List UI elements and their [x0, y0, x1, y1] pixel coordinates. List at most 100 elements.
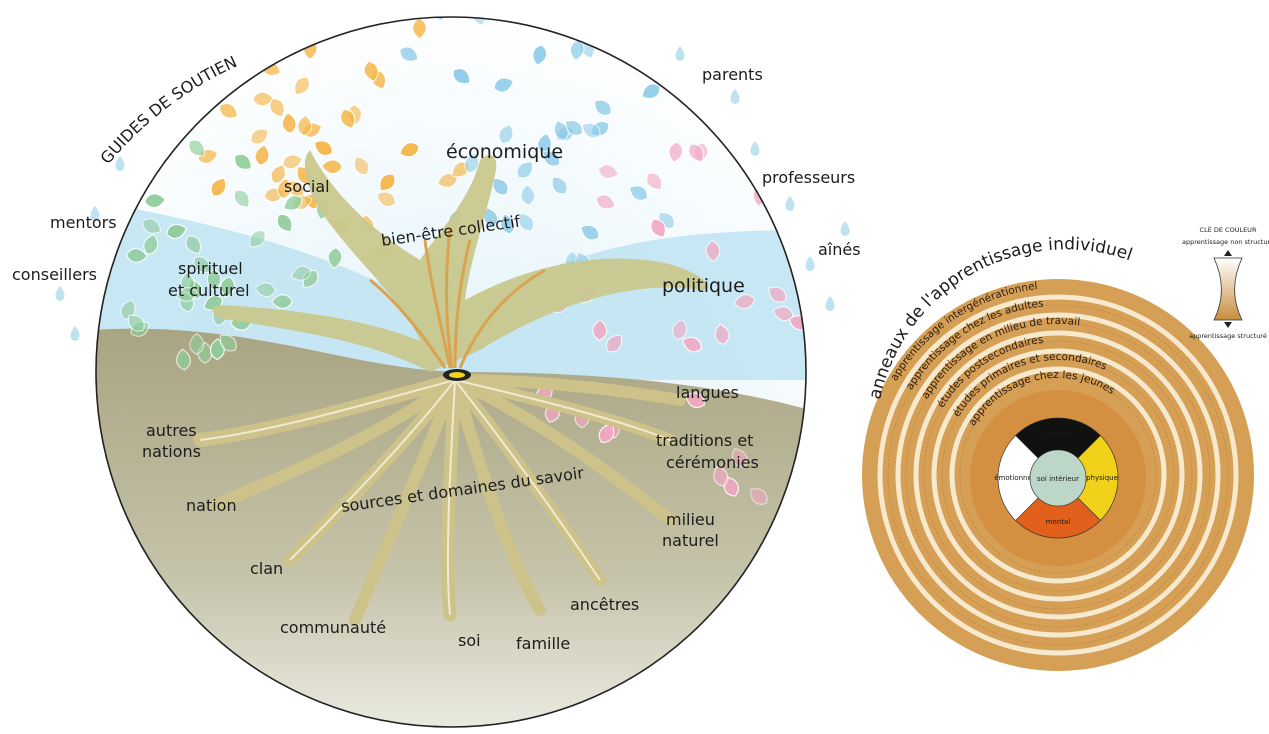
- leaf: [188, 139, 206, 157]
- droplet: [840, 221, 850, 236]
- leaf: [233, 189, 250, 208]
- leaf: [581, 122, 601, 139]
- leaf: [493, 77, 514, 93]
- ring-band: [877, 294, 1239, 656]
- leaf: [185, 235, 202, 255]
- ring-band: [895, 312, 1221, 638]
- droplet-decorations: [55, 46, 850, 341]
- medicine-wheel-center: [449, 372, 465, 378]
- guide-conseillers: conseillers: [12, 265, 97, 284]
- leaf: [452, 67, 471, 85]
- root-famille: famille: [516, 634, 570, 653]
- tree-trunk: [212, 150, 708, 372]
- leaf: [772, 306, 794, 322]
- leaf: [219, 334, 237, 352]
- leaf: [714, 323, 730, 346]
- legend-gradient-swatch: [1213, 257, 1243, 321]
- leaf: [713, 465, 729, 487]
- leaf: [597, 163, 619, 180]
- leaf: [270, 294, 293, 310]
- leaf: [269, 98, 285, 118]
- leaf: [294, 76, 311, 96]
- droplet: [805, 256, 815, 271]
- leaf: [650, 218, 666, 238]
- leaf: [142, 218, 162, 234]
- leaf: [593, 99, 612, 116]
- leaf: [125, 247, 148, 263]
- ring-band: [931, 348, 1185, 602]
- leaf: [143, 233, 159, 255]
- leaf: [553, 120, 570, 141]
- root-clan: clan: [250, 559, 283, 578]
- core-quadrant-label: émotionnel: [994, 474, 1034, 482]
- branch-spirituel-line1: spirituel: [178, 259, 243, 278]
- tree-circle-outline: [95, 16, 807, 728]
- leaf: [682, 336, 702, 353]
- ring-dashed-line: [959, 376, 1157, 574]
- leaf: [176, 348, 191, 371]
- leaf: [552, 0, 570, 13]
- root-traditions-line2: cérémonies: [666, 453, 759, 472]
- root-soi: soi: [458, 631, 481, 650]
- leaf: [281, 112, 297, 134]
- droplet: [90, 206, 100, 221]
- root-autres-line1: autres: [146, 421, 197, 440]
- ring-dashed-line: [887, 304, 1229, 646]
- leaf: [210, 177, 227, 197]
- leaf: [276, 213, 293, 233]
- leaf: [327, 247, 343, 270]
- leaf: [532, 44, 548, 66]
- leaf: [685, 392, 705, 408]
- core-quadrant-label: mental: [1046, 518, 1071, 526]
- leaf: [254, 144, 270, 166]
- leaf: [492, 177, 509, 196]
- leaf: [516, 161, 534, 179]
- leaf: [542, 150, 561, 167]
- ring-dashed-line: [941, 358, 1175, 592]
- leaf: [852, 256, 877, 280]
- leaf: [646, 172, 663, 191]
- leaf: [165, 223, 188, 240]
- leaf: [592, 318, 608, 342]
- leaf: [727, 101, 743, 124]
- leaf: [731, 448, 748, 468]
- leaf: [379, 173, 396, 192]
- droplet: [70, 326, 80, 341]
- leaf: [283, 195, 303, 211]
- legend-bottom-label: apprentissage structuré: [1189, 332, 1267, 340]
- core-quadrant-label: spirituel: [1044, 430, 1072, 438]
- droplet: [730, 89, 740, 104]
- leaf: [593, 0, 618, 10]
- leaf: [595, 194, 616, 210]
- leaf: [705, 240, 721, 263]
- core-quadrant-label: physique: [1086, 474, 1118, 482]
- root-highlights: [199, 379, 671, 616]
- root-traditions-line1: traditions et: [656, 431, 753, 450]
- core-quadrants: spirituel physique mental émotionnel: [994, 417, 1119, 539]
- leaf: [688, 143, 704, 162]
- ring-dashed-line: [923, 340, 1193, 610]
- leaf: [565, 119, 583, 136]
- leaf: [276, 177, 292, 200]
- leaf: [641, 83, 661, 99]
- droplet: [115, 156, 125, 171]
- guide-parents: parents: [702, 65, 763, 84]
- leaf: [120, 299, 136, 320]
- leaf: [363, 60, 379, 83]
- legend-top-label: apprentissage non structuré: [1182, 238, 1269, 246]
- droplet: [55, 286, 65, 301]
- leaves-economique: [399, 0, 675, 273]
- trunk-highlights: [369, 229, 546, 369]
- leaf: [518, 213, 535, 232]
- leaf: [220, 276, 236, 298]
- leaf: [252, 91, 275, 107]
- leaf: [193, 256, 211, 273]
- leaf: [399, 142, 420, 158]
- leaf: [629, 185, 648, 201]
- root-ancetres: ancêtres: [570, 595, 639, 614]
- root-langues: langues: [676, 383, 739, 402]
- root-milieu-line1: milieu: [666, 510, 715, 529]
- root-nation: nation: [186, 496, 237, 515]
- droplet: [825, 296, 835, 311]
